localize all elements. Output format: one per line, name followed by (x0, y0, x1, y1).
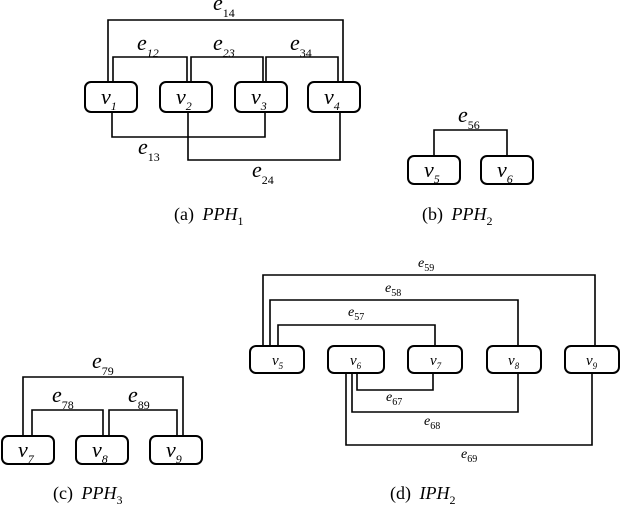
panel-b: e56 v5 v6 (b) PPH2 (407, 102, 534, 228)
edge-e57-label: e57 (348, 305, 364, 323)
edge-e58-label: e58 (385, 281, 401, 299)
edge-e78-line (31, 409, 104, 436)
svg-text:v5: v5 (424, 157, 440, 186)
edge-e89-label: e89 (128, 382, 150, 412)
edge-e79-line (22, 376, 184, 436)
node-v6: v6 (327, 345, 385, 374)
edge-e56-line (433, 129, 508, 156)
edge-e69-line (345, 373, 593, 446)
edge-e58-line (269, 299, 519, 346)
edge-e14-line (107, 19, 344, 82)
node-v5: v5 (249, 345, 305, 374)
svg-text:v9: v9 (166, 437, 182, 466)
edge-e34-line (265, 56, 339, 82)
svg-text:v4: v4 (324, 84, 340, 113)
edge-e67-label: e67 (386, 390, 402, 408)
edge-e34-label: e34 (290, 30, 312, 60)
svg-text:v5: v5 (272, 353, 284, 371)
svg-text:v1: v1 (101, 84, 117, 113)
node-v9: v9 (149, 435, 203, 466)
svg-text:v8: v8 (508, 353, 520, 371)
node-v7: v7 (1, 435, 55, 466)
edge-e69-label: e69 (461, 447, 477, 465)
panel-d: e59 e58 e57 e67 e68 e69 v5 v6 v7 (249, 256, 620, 506)
edge-e79-label: e79 (92, 348, 114, 378)
caption-b: (b) PPH2 (422, 204, 493, 228)
svg-text:v3: v3 (251, 84, 267, 113)
svg-text:v6: v6 (350, 353, 362, 371)
edge-e59-line (262, 274, 596, 346)
node-v4: v4 (307, 81, 361, 113)
caption-d: (d) IPH2 (390, 483, 456, 506)
edge-e24-label: e24 (252, 157, 274, 187)
edge-e89-line (108, 409, 178, 436)
node-v8: v8 (75, 435, 129, 466)
edge-e13-label: e13 (138, 134, 160, 164)
edge-e68-label: e68 (424, 414, 440, 432)
node-v9: v9 (564, 345, 620, 374)
node-v6: v6 (480, 155, 534, 186)
edge-e68-line (351, 373, 519, 413)
node-v5: v5 (407, 155, 461, 186)
edge-e56-label: e56 (458, 102, 480, 132)
edge-e24-line (187, 112, 341, 161)
node-v3: v3 (234, 81, 288, 113)
edge-e12-label: e12 (137, 30, 159, 60)
edge-e23-label: e23 (213, 30, 235, 60)
edge-e57-line (277, 324, 436, 346)
edge-e67-line (356, 373, 434, 391)
svg-text:v6: v6 (497, 157, 513, 186)
caption-a: (a) PPH1 (174, 204, 243, 228)
node-v2: v2 (159, 81, 213, 113)
edge-e59-label: e59 (418, 256, 434, 274)
svg-text:v9: v9 (586, 353, 598, 371)
panel-c: e79 e78 e89 v7 v8 v9 (c) PPH3 (1, 348, 203, 506)
svg-text:v7: v7 (18, 437, 35, 466)
node-v8: v8 (486, 345, 542, 374)
node-v7: v7 (407, 345, 463, 374)
svg-text:v2: v2 (176, 84, 192, 113)
svg-text:v8: v8 (92, 437, 108, 466)
panel-a: e14 e12 e23 e34 e13 e24 v1 v2 v3 (84, 0, 361, 228)
node-v1: v1 (84, 81, 138, 113)
edge-e78-label: e78 (52, 382, 74, 412)
edge-e12-line (112, 56, 188, 82)
caption-c: (c) PPH3 (53, 483, 122, 506)
edge-e14-label: e14 (213, 0, 235, 20)
svg-text:v7: v7 (430, 353, 442, 371)
edge-e23-line (190, 56, 264, 82)
